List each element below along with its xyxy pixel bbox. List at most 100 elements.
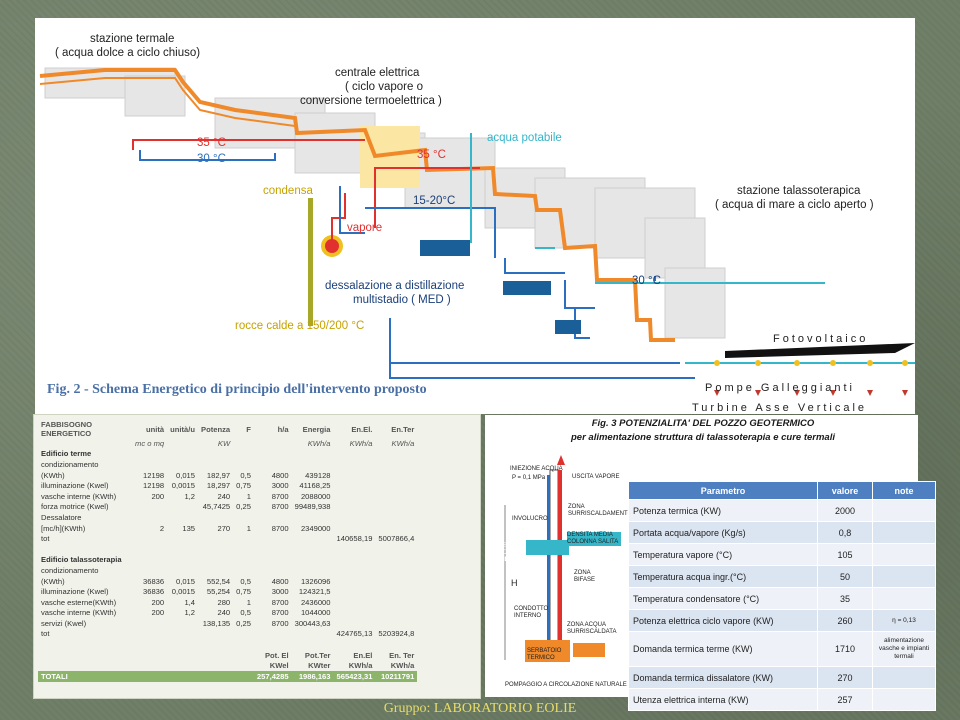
photovoltaic-panel: [725, 343, 915, 358]
energy-table-cell: [132, 650, 167, 661]
energy-table-cell: [375, 459, 417, 470]
energy-table-cell: 240: [217, 491, 231, 501]
energy-table-cell: [198, 512, 233, 523]
energy-table-cell: TOTALI: [38, 671, 132, 682]
energy-table-cell: 8700: [271, 502, 289, 512]
fig3-title-line2: per alimentazione struttura di talassote…: [571, 432, 835, 443]
energy-table-cell: [167, 544, 198, 555]
energy-table-cell: 2088000: [300, 491, 331, 501]
label-pressione: P = 0,1 MPa: [512, 475, 546, 481]
energy-table-cell: 200: [151, 608, 165, 618]
energy-unit-cell: [233, 438, 254, 449]
energy-table-cell: [334, 459, 376, 470]
label-rocce: rocce calde a 150/200 °C: [235, 320, 365, 332]
energy-table-cell: (KWth): [41, 576, 65, 586]
terrain-profile: [39, 68, 675, 342]
hot-water-lines: [132, 139, 480, 246]
param-row: Temperatura condensatore (°C)35: [628, 587, 936, 610]
energy-table-cell: 0,25: [236, 618, 251, 628]
energy-table-cell: 4800: [271, 576, 289, 586]
energy-table-cell: [38, 650, 132, 661]
param-name: Temperatura acqua ingr.(°C): [628, 565, 818, 588]
energy-table-cell: 12198: [143, 481, 165, 491]
label-densita-media: DENSITA MEDIA COLONNA SALITA: [567, 532, 621, 546]
energy-table-cell: [167, 555, 198, 566]
energy-table-cell: [334, 449, 376, 460]
energy-table-cell: [334, 586, 376, 597]
label-centrale-sub2: conversione termoelettrica ): [300, 95, 442, 107]
energy-table-cell: 1044000: [300, 608, 331, 618]
param-header-note: note: [872, 481, 936, 500]
label-stazione-termale-sub: ( acqua dolce a ciclo chiuso): [55, 47, 201, 59]
energy-table-cell: [254, 639, 292, 650]
energy-table-cell: [167, 618, 198, 629]
energy-table-cell: En. Ter: [389, 650, 415, 660]
energy-table-cell: [254, 544, 292, 555]
energy-table-panel: [33, 414, 481, 699]
energy-table-cell: [167, 650, 198, 661]
energy-table-cell: 36836: [143, 576, 165, 586]
energy-table-cell: [334, 555, 376, 566]
energy-table-cell: [334, 480, 376, 491]
energy-table-cell: 2436000: [300, 597, 331, 607]
energy-table-cell: [198, 671, 234, 682]
energy-unit-cell: [38, 438, 132, 449]
energy-table-cell: [292, 512, 334, 523]
energy-table-cell: 1: [246, 523, 251, 533]
param-name: Temperatura vapore (°C): [628, 543, 818, 566]
energy-table-cell: [334, 576, 376, 587]
energy-table-cell: 0,015: [176, 576, 196, 586]
energy-table-cell: 8700: [271, 491, 289, 501]
energy-unit-cell: mc o mq: [135, 438, 165, 448]
energy-table-cell: KWel: [269, 661, 289, 671]
energy-table-cell: [334, 565, 376, 576]
energy-table-cell: [233, 459, 254, 470]
energy-table-cell: [334, 544, 376, 555]
energy-header-cell: Energia: [302, 424, 331, 434]
energy-table-cell: 0,5: [240, 470, 251, 480]
energy-table-cell: [132, 639, 167, 650]
energy-table-cell: [132, 618, 167, 629]
energy-header-cell: unità: [145, 424, 165, 434]
energy-table-cell: 0,75: [236, 481, 251, 491]
label-dessalazione-2: multistadio ( MED ): [353, 294, 451, 306]
label-h: H: [511, 578, 518, 588]
energy-table-cell: [198, 459, 233, 470]
energy-table-cell: [334, 608, 376, 619]
param-row: Temperatura acqua ingr.(°C)50: [628, 565, 936, 588]
energy-table-cell: 41168,25: [299, 481, 331, 491]
energy-table-cell: [198, 533, 233, 544]
energy-table-cell: 45,7425: [202, 502, 231, 512]
energy-table-cell: [292, 544, 334, 555]
energy-table-cell: KWh/a: [348, 661, 373, 671]
energy-table-cell: [375, 565, 417, 576]
figure-caption: Fig. 2 - Schema Energetico di principio …: [47, 382, 427, 397]
energy-table-cell: [167, 449, 198, 460]
energy-table-cell: vasche interne (KWth): [41, 608, 117, 618]
energy-table-cell: 140658,19: [336, 534, 373, 544]
param-name: Utenza elettrica interna (KW): [628, 688, 818, 711]
energy-unit-cell: [254, 438, 292, 449]
energy-table-cell: forza motrice (Kwel): [41, 502, 109, 512]
energy-table-cell: [334, 512, 376, 523]
label-condensa: condensa: [263, 185, 313, 197]
param-row: Temperatura vapore (°C)105: [628, 543, 936, 566]
energy-table-cell: 5007866,4: [378, 534, 415, 544]
energy-table-cell: [375, 639, 417, 650]
energy-table-cell: [132, 533, 167, 544]
param-name: Potenza elettrica ciclo vapore (KW): [628, 609, 818, 632]
param-row: Utenza elettrica interna (KW)257: [628, 688, 936, 711]
geothermal-well: [308, 198, 313, 326]
energy-table-cell: [167, 502, 198, 513]
label-vapore: vapore: [347, 222, 383, 234]
footer-group: Gruppo: LABORATORIO EOLIE: [383, 701, 577, 716]
param-value: 270: [817, 666, 873, 689]
energy-table-cell: illuminazione (Kwel): [41, 587, 109, 597]
